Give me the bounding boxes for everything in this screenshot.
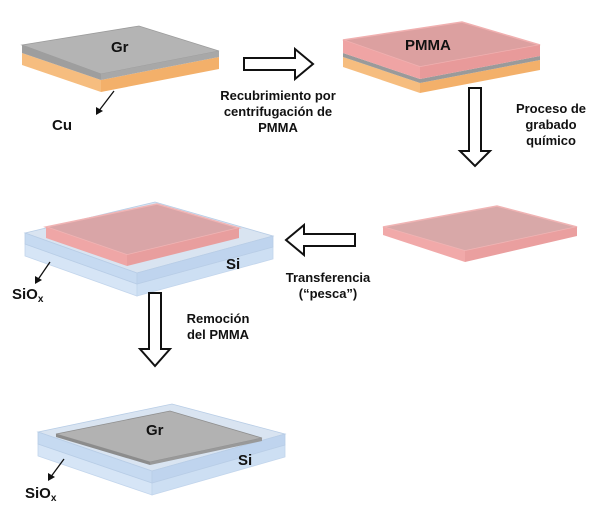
pmma-layer-side bbox=[420, 45, 540, 79]
caption-line: Proceso de bbox=[515, 101, 587, 116]
caption-line: Transferencia bbox=[285, 270, 371, 285]
arrow-left-icon bbox=[284, 222, 356, 258]
pmma-on-substrate-stack bbox=[23, 201, 275, 297]
graphene-layer-side bbox=[150, 438, 262, 465]
graphene-on-substrate-stack bbox=[36, 403, 287, 496]
pmma-layer-side bbox=[343, 40, 420, 79]
caption-line: Recubrimiento por bbox=[220, 88, 336, 103]
graphene-label: Gr bbox=[111, 39, 129, 56]
cu-pointer bbox=[97, 90, 115, 113]
pmma-layer-side bbox=[383, 227, 465, 262]
graphene-layer-side bbox=[101, 51, 219, 80]
pmma-removal-caption: Remoción del PMMA bbox=[178, 311, 258, 343]
spin-coating-caption: Recubrimiento por centrifugación de PMMA bbox=[214, 88, 342, 136]
graphene-layer-side bbox=[56, 434, 150, 465]
caption-line: grabado bbox=[525, 117, 577, 132]
graphene-layer-side bbox=[343, 53, 540, 83]
transfer-caption: Transferencia (“pesca”) bbox=[278, 270, 378, 302]
copper-foil-side bbox=[101, 57, 219, 92]
pmma-coated-stack bbox=[342, 21, 541, 93]
etched-pmma-graphene bbox=[382, 205, 578, 262]
sio-pointer bbox=[36, 261, 51, 282]
silicon-label: Si bbox=[226, 256, 241, 273]
copper-foil-side bbox=[343, 57, 420, 93]
oxide-label-text: SiO bbox=[25, 485, 51, 502]
cu-pointer-head bbox=[96, 107, 103, 115]
pmma-layer-side bbox=[127, 228, 239, 266]
arrow-down-icon bbox=[137, 292, 173, 368]
oxide-label: SiOx bbox=[12, 287, 43, 308]
graphene-layer-side bbox=[22, 45, 101, 80]
silicon-label: Si bbox=[238, 452, 253, 469]
caption-line: centrifugación de bbox=[223, 104, 333, 119]
caption-line: químico bbox=[526, 133, 576, 148]
graphene-label: Gr bbox=[146, 422, 164, 439]
oxide-label-subscript: x bbox=[37, 294, 44, 305]
arrow-down-icon bbox=[457, 87, 493, 168]
pmma-layer-side bbox=[46, 227, 127, 266]
caption-line: del PMMA bbox=[186, 327, 250, 342]
sio-pointer-head bbox=[48, 473, 55, 481]
chemical-etching-caption: Proceso de grabado químico bbox=[506, 101, 596, 149]
pmma-label: PMMA bbox=[405, 37, 451, 54]
caption-line: (“pesca”) bbox=[298, 286, 358, 301]
oxide-layer-side bbox=[151, 433, 286, 484]
copper-foil-side bbox=[22, 53, 101, 92]
oxide-label-text: SiO bbox=[12, 286, 38, 303]
oxide-label-subscript: x bbox=[50, 493, 57, 504]
graphene-on-copper-stack bbox=[20, 25, 220, 115]
copper-label: Cu bbox=[52, 117, 72, 134]
copper-foil-side bbox=[420, 60, 540, 93]
oxide-label: SiOx bbox=[25, 486, 56, 507]
oxide-layer-side bbox=[136, 235, 274, 285]
sio-pointer-head bbox=[35, 276, 42, 284]
arrow-right-icon bbox=[243, 46, 315, 82]
sio-pointer bbox=[49, 458, 65, 479]
caption-line: PMMA bbox=[258, 120, 298, 135]
pmma-layer-side bbox=[465, 227, 577, 262]
caption-line: Remoción bbox=[186, 311, 250, 326]
